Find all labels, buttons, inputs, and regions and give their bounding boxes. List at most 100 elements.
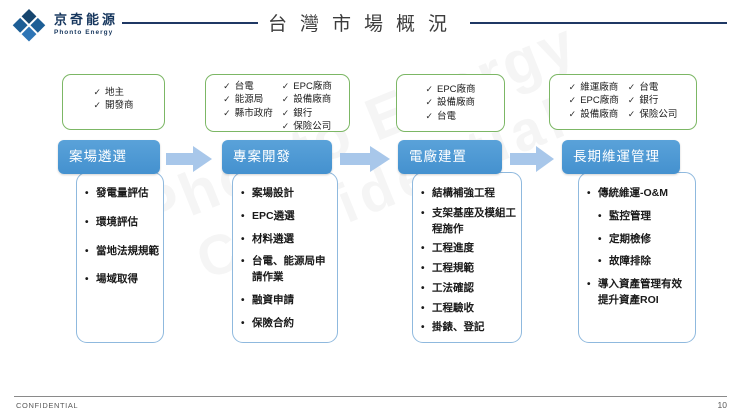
bullet-icon: • — [421, 263, 425, 274]
detail-item: •發電量評估 — [85, 186, 159, 202]
stakeholder-item: ✓縣市政府 — [223, 107, 273, 120]
check-icon: ✓ — [223, 81, 231, 91]
stakeholder-item: ✓設備廠商 — [425, 96, 475, 109]
detail-item: • 定期檢修 — [587, 232, 691, 248]
check-icon: ✓ — [568, 95, 577, 106]
stage-detail-card-plant-construction: •結構補強工程•支架基座及模組工程施作•工程進度•工程規範•工法確認•工程驗收•… — [412, 172, 522, 343]
detail-item: • 工程驗收 — [421, 301, 517, 317]
check-icon: ✓ — [627, 108, 636, 119]
stakeholder-item: ✓台電 — [223, 80, 273, 93]
watermark-line1: Phonto Energy — [129, 8, 587, 246]
item-label: 台電、能源局申請作業 — [252, 255, 326, 283]
check-icon: ✓ — [281, 94, 290, 105]
bullet-icon: • — [85, 216, 89, 228]
check-icon: ✓ — [627, 95, 636, 106]
item-label: 故障排除 — [609, 255, 651, 268]
bullet-icon: • — [421, 188, 425, 199]
item-label: 開發商 — [105, 100, 134, 112]
item-label: 地主 — [105, 87, 125, 98]
brand-name-zh: 京奇能源 — [54, 12, 119, 27]
detail-item: • 工程規範 — [421, 261, 517, 277]
item-label: 銀行 — [639, 95, 659, 107]
stage-header-plant-construction: 電廠建置 — [398, 140, 502, 174]
item-label: 銀行 — [293, 107, 313, 119]
stakeholder-item: ✓開發商 — [93, 99, 133, 112]
check-icon: ✓ — [93, 100, 102, 111]
stage-detail-card-project-development: •案場設計•EPC遴選•材料遴選•台電、能源局申請作業•融資申請•保險合約 — [232, 172, 338, 343]
check-icon: ✓ — [223, 94, 231, 105]
detail-item: • 台電、能源局申請作業 — [241, 254, 333, 286]
bullet-icon: • — [421, 282, 425, 294]
stakeholder-item: ✓台電 — [628, 81, 678, 94]
bullet-icon: • — [598, 233, 602, 245]
detail-item: •當地法規規範 — [85, 244, 159, 260]
detail-item: •案場設計 — [241, 186, 333, 202]
item-label: 工程驗收 — [432, 301, 474, 314]
bullet-icon: • — [241, 210, 245, 222]
stage-detail-card-site-selection: •發電量評估•環境評估•當地法規規範•場域取得 — [76, 172, 164, 343]
footer-rule — [14, 396, 727, 397]
stage-header-long-term-om: 長期維運管理 — [562, 140, 680, 174]
bullet-icon: • — [598, 256, 602, 268]
item-label: 定期檢修 — [609, 232, 651, 245]
item-label: 設備廠商 — [580, 108, 619, 120]
stage-header-project-development: 專案開發 — [222, 140, 332, 174]
check-icon: ✓ — [568, 82, 577, 92]
solar-panel-logo-icon — [12, 9, 46, 42]
stakeholder-item: ✓設備廠商 — [282, 93, 332, 106]
detail-item: •掛錶、登記 — [421, 320, 517, 336]
item-label: 結構補強工程 — [432, 187, 495, 199]
bullet-icon: • — [587, 279, 591, 290]
page-title: 台灣市場概況 — [268, 14, 461, 35]
detail-item: • 故障排除 — [587, 254, 691, 270]
item-label: EPC廠商 — [580, 95, 619, 107]
detail-item: •環境評估 — [85, 215, 159, 231]
detail-item: •導入資產管理有效提升資產ROI — [587, 277, 691, 309]
stakeholder-item: ✓EPC廠商 — [425, 83, 475, 96]
bullet-icon: • — [421, 243, 425, 255]
item-label: 保險合約 — [252, 316, 294, 329]
item-label: 場域取得 — [96, 273, 138, 286]
bullet-icon: • — [85, 245, 89, 257]
bullet-icon: • — [421, 302, 425, 314]
check-icon: ✓ — [425, 110, 433, 121]
detail-item: • EPC遴選 — [241, 209, 333, 225]
check-icon: ✓ — [93, 87, 102, 97]
check-icon: ✓ — [281, 81, 290, 91]
item-label: 工法確認 — [432, 281, 474, 294]
bullet-icon: • — [587, 188, 591, 199]
detail-item: • 結構補強工程 — [421, 186, 517, 202]
item-label: 設備廠商 — [293, 94, 332, 106]
item-label: EPC遴選 — [252, 209, 295, 222]
item-label: 支架基座及模組工程施作 — [432, 206, 516, 235]
arrow-right-icon — [340, 146, 390, 172]
item-label: 融資申請 — [252, 293, 294, 306]
detail-item: • 支架基座及模組工程施作 — [421, 206, 517, 238]
item-label: 工程規範 — [432, 262, 474, 274]
bullet-icon: • — [241, 256, 245, 268]
bullet-icon: • — [241, 233, 245, 245]
item-label: 台電 — [234, 81, 254, 92]
item-label: 案場設計 — [252, 187, 294, 199]
company-logo: 京奇能源 Phonto Energy — [10, 8, 118, 45]
stakeholder-item: ✓銀行 — [282, 107, 332, 120]
detail-item: • 場域取得 — [85, 272, 159, 288]
stakeholder-item: ✓銀行 — [628, 94, 678, 107]
stakeholder-item: ✓設備廠商 — [569, 108, 619, 121]
item-label: 縣市政府 — [234, 107, 273, 119]
stakeholder-item: ✓保險公司 — [628, 108, 678, 121]
bullet-icon: • — [85, 274, 89, 286]
detail-item: • 工法確認 — [421, 281, 517, 297]
item-label: 發電量評估 — [96, 187, 149, 199]
item-label: 傳統維運-O&M — [598, 187, 668, 199]
item-label: EPC廠商 — [437, 84, 476, 95]
bullet-icon: • — [421, 207, 425, 219]
check-icon: ✓ — [627, 82, 636, 92]
detail-item: • 傳統維運-O&M — [587, 186, 691, 202]
stakeholder-item: ✓地主 — [93, 86, 133, 99]
stakeholder-item: ✓能源局 — [223, 93, 273, 106]
header-rule-right — [470, 22, 727, 24]
detail-item: •保險合約 — [241, 316, 333, 332]
stakeholder-item: ✓EPC廠商 — [282, 80, 332, 93]
